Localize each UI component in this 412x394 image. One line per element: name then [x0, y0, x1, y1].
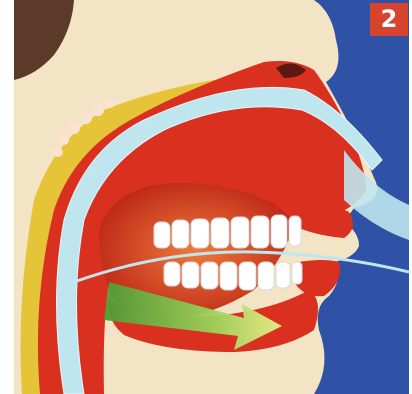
step-number-badge: 2: [370, 3, 408, 36]
anatomy-illustration: [14, 0, 409, 394]
upper-teeth: [154, 215, 301, 248]
lower-teeth: [164, 262, 302, 290]
